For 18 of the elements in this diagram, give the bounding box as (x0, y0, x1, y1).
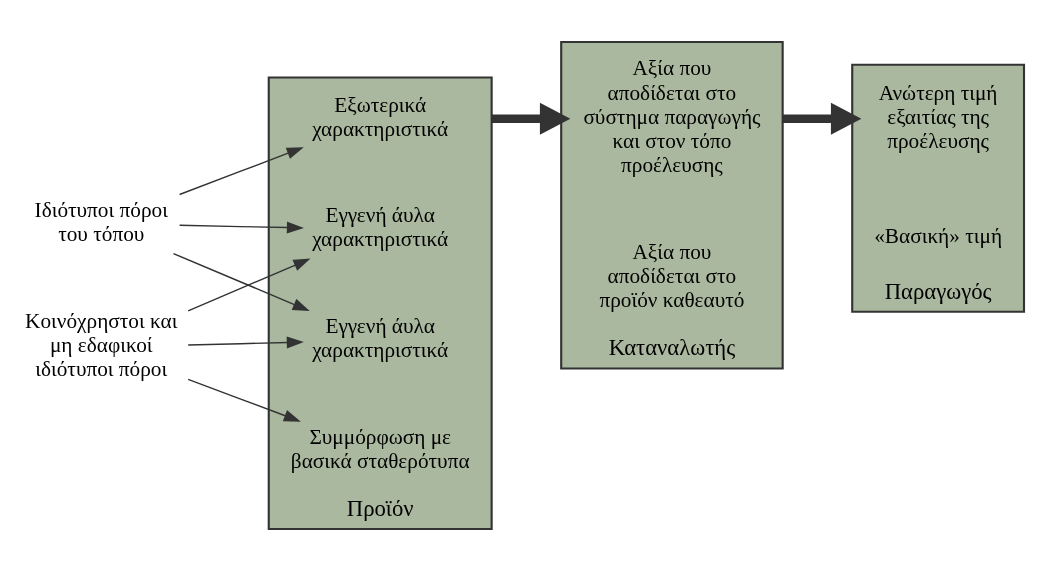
node-text: Αξία που αποδίδεται στο προϊόν καθεαυτό (599, 239, 745, 312)
node-text: Συμμόρφωση με βασικά σταθερότυπα (290, 424, 470, 473)
arrow (178, 146, 304, 195)
node-text: Αξία που αποδίδεται στο σύστημα παραγωγής και στον τόπο προέλευσης (583, 55, 761, 177)
node-text: Εγγενή άυλα χαρακτηριστικά (312, 202, 449, 251)
arrow (782, 102, 862, 135)
arrow (491, 102, 571, 135)
node-text: «Βασική» τιμή (874, 223, 1003, 248)
arrow (187, 378, 301, 422)
node-text: Ανώτερη τιμή εξαιτίας της προέλευσης (878, 80, 998, 153)
node-text: Εξωτερικά χαρακτηριστικά (312, 92, 449, 141)
arrow (178, 221, 304, 233)
node-text: Εγγενή άυλα χαρακτηριστικά (312, 313, 449, 362)
arrow (187, 258, 311, 311)
arrow (172, 252, 310, 311)
node-text: Κοινόχρηστοι και μη εδαφικοί ιδιότυποι πόροι (25, 308, 178, 381)
node-text: Ιδιότυποι πόροι του τόπου (34, 197, 168, 246)
arrow (187, 336, 304, 348)
